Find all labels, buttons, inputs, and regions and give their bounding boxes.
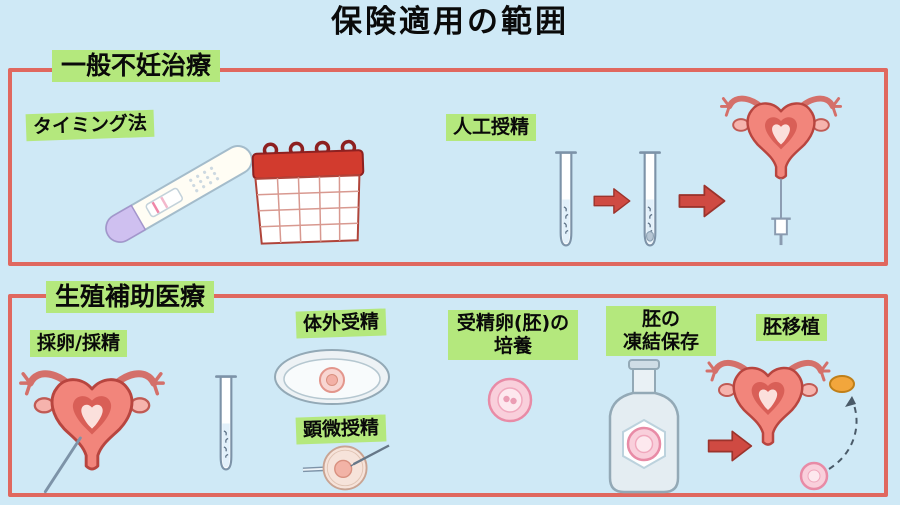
calendar-icon <box>251 139 365 245</box>
egg-sperm-collection-label: 採卵/採精 <box>30 330 127 357</box>
icsi-injection-icon <box>302 444 390 491</box>
artificial-insemination-label: 人工授精 <box>446 114 537 141</box>
test-tube-icon <box>215 375 237 471</box>
cryo-tank-icon <box>608 359 680 494</box>
petri-dish-icon <box>274 349 390 405</box>
section-general-box <box>8 68 888 266</box>
arrow-right-icon <box>593 188 631 214</box>
section-general-heading: 一般不妊治療 <box>52 50 221 82</box>
uterus-egg-collection-icon <box>22 354 162 494</box>
page-title: 保険適用の範囲 <box>331 4 569 40</box>
section-art-heading: 生殖補助医療 <box>46 281 215 313</box>
embryo-transfer-label: 胚移植 <box>756 314 828 341</box>
section-art-box <box>8 294 888 497</box>
test-tube-icon <box>555 151 577 247</box>
test-tube-sediment-icon <box>634 148 666 250</box>
uterus-insemination-icon <box>722 82 840 246</box>
timing-method-label: タイミング法 <box>25 109 155 142</box>
embryo-culture-label: 受精卵(胚)の 培養 <box>448 310 578 360</box>
uterus-embryo-transfer-icon <box>702 342 858 491</box>
embryo-freezing-label: 胚の 凍結保存 <box>606 306 716 356</box>
pregnancy-test-icon <box>105 145 253 243</box>
ivf-label: 体外受精 <box>295 308 387 339</box>
embryo-cell-icon <box>487 377 533 423</box>
arrow-right-icon <box>678 184 726 218</box>
